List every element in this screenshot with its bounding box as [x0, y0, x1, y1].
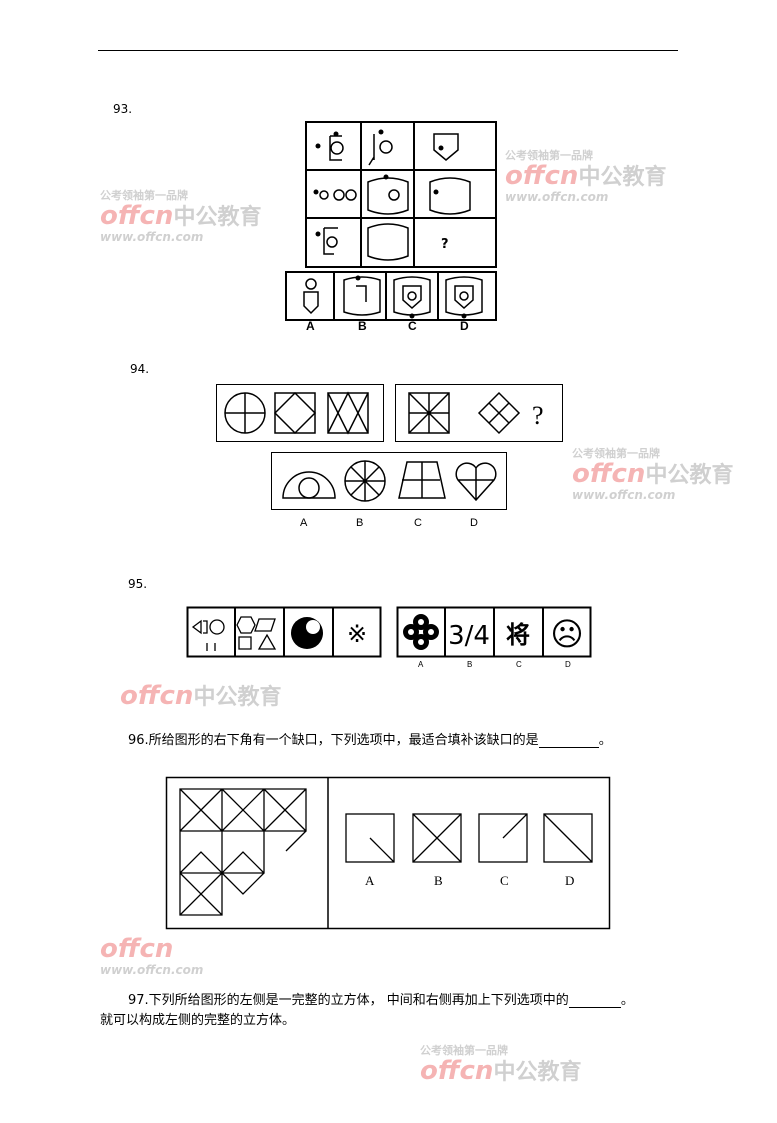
q95-number: 95. — [128, 577, 148, 591]
q93-option-b: B — [358, 319, 367, 333]
q94-option-a: A — [300, 517, 308, 529]
q96-option-a: A — [365, 873, 375, 888]
q95-glyph-jiang: 将 — [506, 621, 530, 649]
q94-option-d: D — [470, 517, 478, 529]
q93-missing: ? — [441, 237, 449, 252]
q95-glyph-asterism: ※ — [347, 620, 367, 648]
q94-sequence-1 — [216, 384, 384, 442]
q95-sequence: ※ — [186, 606, 382, 658]
q93-option-c: C — [408, 319, 417, 333]
q94-sequence-2: ? — [395, 384, 563, 442]
q95-option-a: A — [418, 660, 424, 669]
q95-options: 3/4 将 ☹ — [396, 606, 592, 658]
q94-option-b: B — [356, 517, 364, 529]
q93-option-d: D — [460, 319, 469, 333]
q94-missing: ? — [532, 401, 544, 430]
q95-glyph-fraction: 3/4 — [448, 621, 490, 651]
header-rule — [98, 50, 678, 51]
q93-number: 93. — [113, 102, 133, 116]
q94-option-c: C — [414, 517, 422, 529]
q94-number: 94. — [130, 362, 150, 376]
q96-figure — [165, 776, 611, 930]
q97-text-line2: 就可以构成左侧的完整的立方体。 — [100, 1013, 296, 1028]
q97-text-line1: 97.下列所给图形的左侧是一完整的立方体， 中间和右侧再加上下列选项中的。 — [128, 993, 634, 1008]
q95-option-b: B — [467, 660, 473, 669]
q95-glyph-sad-face: ☹ — [550, 615, 583, 653]
q95-option-c: C — [516, 660, 522, 669]
q95-option-d: D — [565, 660, 571, 669]
q94-options — [271, 452, 507, 510]
q96-text: 96.所给图形的右下角有一个缺口，下列选项中，最适合填补该缺口的是。 — [128, 733, 612, 748]
q93-option-a: A — [306, 319, 315, 333]
watermark: offcn中公教育 — [120, 681, 282, 711]
q96-option-b: B — [434, 873, 443, 888]
q96-option-d: D — [565, 873, 575, 888]
q93-matrix: ? — [305, 121, 497, 268]
q96-option-c: C — [500, 873, 509, 888]
q93-options — [285, 271, 497, 321]
